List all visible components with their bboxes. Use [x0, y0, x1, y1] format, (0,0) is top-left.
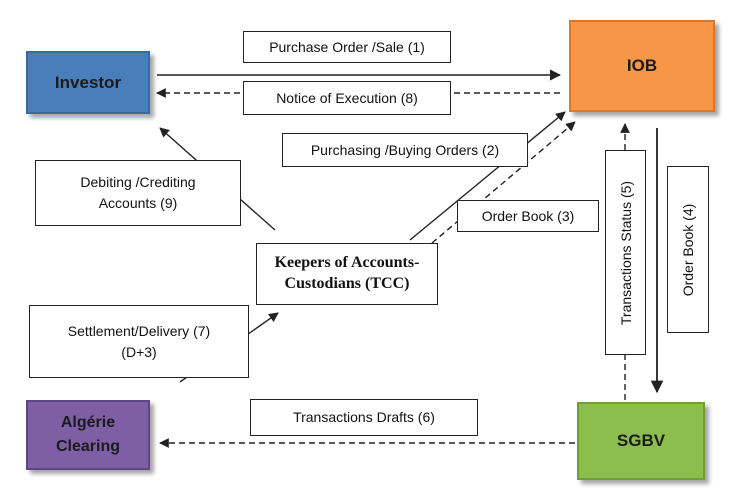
node-tcc: Keepers of Accounts-Custodians (TCC)	[256, 243, 438, 305]
label-purchasing-orders: Purchasing /Buying Orders (2)	[282, 133, 528, 167]
label-order-book-3: Order Book (3)	[457, 200, 599, 232]
label-debiting-crediting: Debiting /Crediting Accounts (9)	[35, 160, 241, 226]
node-iob-label: IOB	[626, 56, 658, 75]
label-transactions-drafts: Transactions Drafts (6)	[250, 399, 478, 436]
label-transactions-status: Transactions Status (5)	[605, 150, 646, 355]
label-notice-of-execution: Notice of Execution (8)	[243, 81, 451, 115]
label-purchase-order: Purchase Order /Sale (1)	[243, 31, 451, 63]
label-transactions-drafts-text: Transactions Drafts (6)	[293, 409, 435, 425]
label-settlement-delivery-text: Settlement/Delivery (7) (D+3)	[67, 322, 211, 360]
arrow-order-book-3	[431, 121, 576, 244]
label-order-book-4: Order Book (4)	[667, 166, 709, 333]
node-iob: IOB	[569, 20, 715, 112]
label-debiting-crediting-text: Debiting /Crediting Accounts (9)	[80, 174, 196, 211]
node-sgbv-label: SGBV	[616, 431, 666, 450]
node-tcc-label: Keepers of Accounts-Custodians (TCC)	[274, 254, 420, 292]
node-investor: Investor	[26, 51, 150, 114]
label-settlement-delivery: Settlement/Delivery (7) (D+3)	[29, 305, 249, 378]
node-investor-label: Investor	[54, 72, 122, 92]
label-purchasing-orders-text: Purchasing /Buying Orders (2)	[310, 141, 500, 158]
node-sgbv: SGBV	[577, 402, 705, 480]
label-order-book-3-text: Order Book (3)	[481, 207, 575, 224]
label-order-book-4-text: Order Book (4)	[680, 203, 696, 296]
label-purchase-order-text: Purchase Order /Sale (1)	[269, 38, 425, 55]
label-notice-of-execution-text: Notice of Execution (8)	[276, 89, 418, 106]
arrow-purchasing-orders	[409, 111, 566, 241]
node-algerie-clearing-label: Algérie Clearing	[55, 414, 120, 455]
node-algerie-clearing: Algérie Clearing	[26, 400, 150, 470]
label-transactions-status-text: Transactions Status (5)	[617, 180, 634, 325]
